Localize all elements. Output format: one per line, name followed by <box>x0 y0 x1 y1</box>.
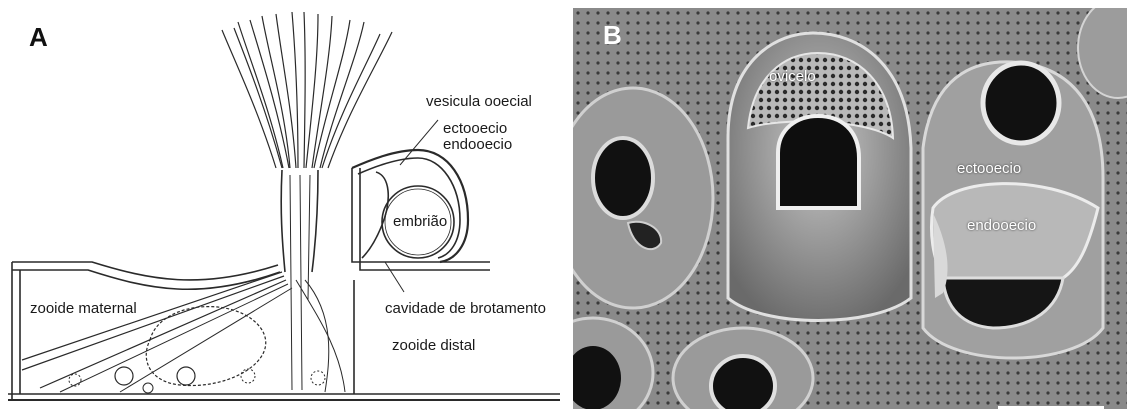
tentacle-crown <box>222 12 392 168</box>
zooid-right <box>923 62 1103 358</box>
label-cavidade-de-brotamento: cavidade de brotamento <box>385 301 546 317</box>
label-zooide-distal: zooide distal <box>392 338 475 354</box>
label-embriao: embrião <box>393 214 447 230</box>
label-vesicula-ooecial: vesicula ooecial <box>426 94 532 110</box>
label-endooecio: endooecio <box>443 137 512 153</box>
panel-b-sem-image: B ovicelo ectooecio endooecio <box>573 8 1127 409</box>
label-endooecio-sem: endooecio <box>967 218 1036 234</box>
zooid-schematic <box>0 0 566 409</box>
label-ectooecio-sem: ectooecio <box>957 161 1021 177</box>
panel-letter-a: A <box>29 22 48 53</box>
label-zooide-maternal: zooide maternal <box>30 301 137 317</box>
label-ovicelo: ovicelo <box>769 69 816 85</box>
panel-letter-b: B <box>603 20 622 51</box>
ovicell-center <box>728 33 911 321</box>
label-ectooecio: ectooecio <box>443 121 507 137</box>
panel-a-diagram: A vesicula ooecial ectooecio endooecio e… <box>0 0 566 409</box>
sem-micrograph <box>573 8 1127 409</box>
